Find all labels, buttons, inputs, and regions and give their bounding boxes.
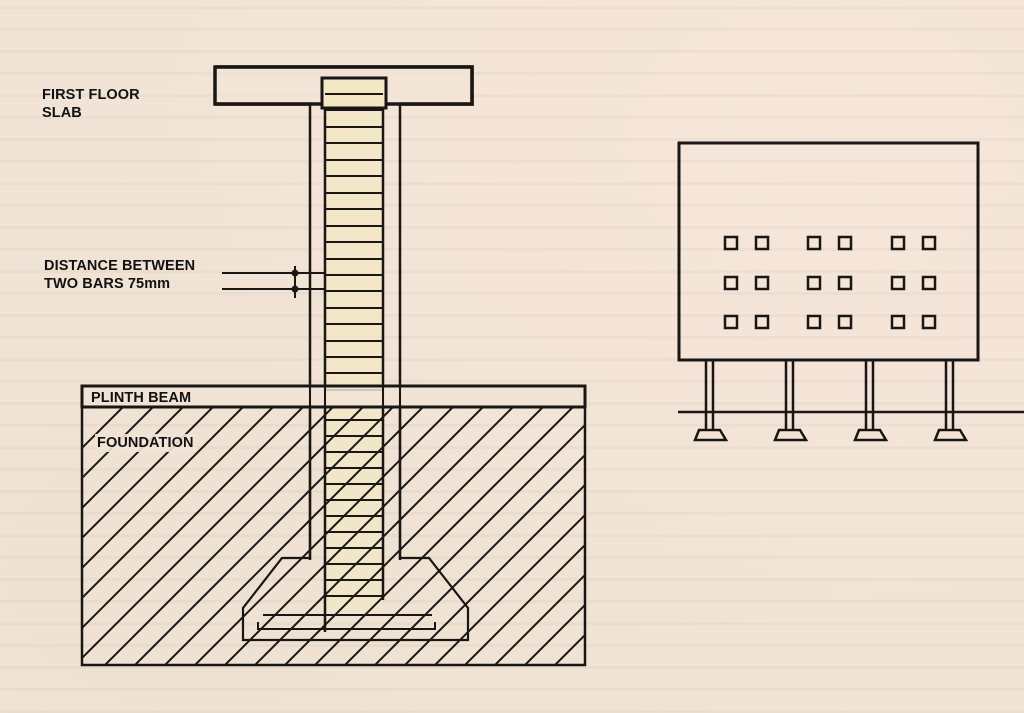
- bar-distance-label-line2: TWO BARS 75mm: [44, 276, 171, 292]
- support-columns: [693, 360, 969, 442]
- footing-bar-bottom: [257, 622, 436, 630]
- building-body: [677, 141, 980, 362]
- stirrups: [325, 93, 383, 597]
- plinth-beam-label: PLINTH BEAM: [91, 390, 192, 406]
- bar-distance-label: DISTANCE BETWEEN TWO BARS 75mm: [44, 257, 195, 293]
- foundation-hatching: [82, 407, 585, 665]
- first-floor-slab-label: FIRST FLOOR SLAB: [42, 86, 140, 122]
- column-core: [326, 82, 382, 610]
- bar-spacing-dimension: [222, 266, 325, 298]
- windows: [723, 235, 937, 330]
- building-elevation-drawing: [677, 141, 1024, 442]
- first-floor-slab-label-line1: FIRST FLOOR: [42, 87, 140, 103]
- foundation-label: FOUNDATION: [95, 434, 196, 452]
- first-floor-slab-label-line2: SLAB: [42, 105, 82, 121]
- column-section-drawing: [80, 65, 587, 667]
- bar-distance-label-line1: DISTANCE BETWEEN: [44, 258, 196, 274]
- footing-outline: [241, 402, 470, 642]
- plinth-beam: [80, 384, 587, 409]
